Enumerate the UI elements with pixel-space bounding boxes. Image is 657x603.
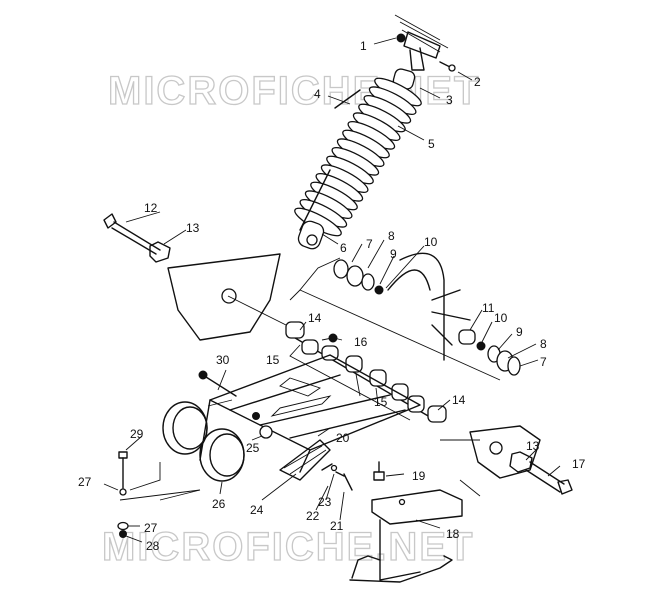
callout-13-upper: 13 (186, 221, 200, 235)
upper-mount-bracket (394, 14, 456, 72)
callout-13-lower: 13 (526, 439, 540, 453)
callout-11: 11 (482, 301, 495, 315)
callout-21: 21 (330, 519, 344, 533)
callout-25: 25 (246, 441, 260, 455)
nut-25 (259, 425, 273, 439)
callout-17: 17 (572, 457, 586, 471)
bracket-24 (279, 439, 331, 481)
bolt-19 (373, 461, 385, 481)
callout-27-upper: 27 (78, 475, 92, 489)
callout-14-upper: 14 (308, 311, 322, 325)
clamp-right (199, 428, 245, 482)
callout-20: 20 (336, 431, 350, 445)
callout-labels: 1 2 3 4 5 6 7 7 8 8 9 9 10 10 11 12 13 1… (78, 39, 586, 553)
callout-9-upper: 9 (390, 247, 397, 261)
callout-4: 4 (314, 87, 321, 101)
callout-19: 19 (412, 469, 426, 483)
clamp-left (162, 401, 208, 455)
small-hardware (321, 463, 353, 491)
callout-7-lower: 7 (540, 355, 547, 369)
callout-15-left: 15 (266, 353, 280, 367)
bolt-head (396, 33, 406, 43)
callout-24: 24 (250, 503, 264, 517)
spacer-stack-upper (333, 259, 384, 295)
left-side-plate (167, 253, 301, 341)
callout-27-lower: 27 (144, 521, 158, 535)
callout-3: 3 (446, 93, 453, 107)
callout-15-right: 15 (374, 395, 388, 409)
shock-absorber (294, 68, 422, 250)
callout-23: 23 (318, 495, 332, 509)
callout-6: 6 (340, 241, 347, 255)
spacer-stack-lower (458, 329, 521, 376)
callout-16: 16 (354, 335, 368, 349)
watermark-bottom: MICROFICHE.NET (102, 525, 474, 569)
bolt-29 (118, 451, 128, 496)
callout-8-upper: 8 (388, 229, 395, 243)
callout-12: 12 (144, 201, 158, 215)
callout-8-lower: 8 (540, 337, 547, 351)
left-bolt-assembly (103, 213, 171, 263)
reference-lines (119, 257, 501, 501)
callout-10-upper: 10 (424, 235, 438, 249)
callout-26: 26 (212, 497, 226, 511)
swing-arm (199, 354, 421, 473)
callout-18: 18 (446, 527, 460, 541)
callout-7-upper: 7 (366, 237, 373, 251)
callout-5: 5 (428, 137, 435, 151)
bolt-30 (198, 370, 260, 420)
callout-30: 30 (216, 353, 230, 367)
callout-14-lower: 14 (452, 393, 466, 407)
callout-1: 1 (360, 39, 367, 53)
star-nut (149, 241, 171, 263)
leader-lines (103, 37, 561, 543)
chaincase-housing (387, 252, 471, 361)
callout-29: 29 (130, 427, 144, 441)
callout-22: 22 (306, 509, 320, 523)
watermark-top: MICROFICHE.NET (108, 69, 480, 113)
right-bolt-assembly (469, 425, 573, 495)
callout-10-lower: 10 (494, 311, 508, 325)
lower-bracket (349, 489, 463, 583)
callout-9-lower: 9 (516, 325, 523, 339)
callout-28: 28 (146, 539, 160, 553)
callout-2: 2 (474, 75, 481, 89)
